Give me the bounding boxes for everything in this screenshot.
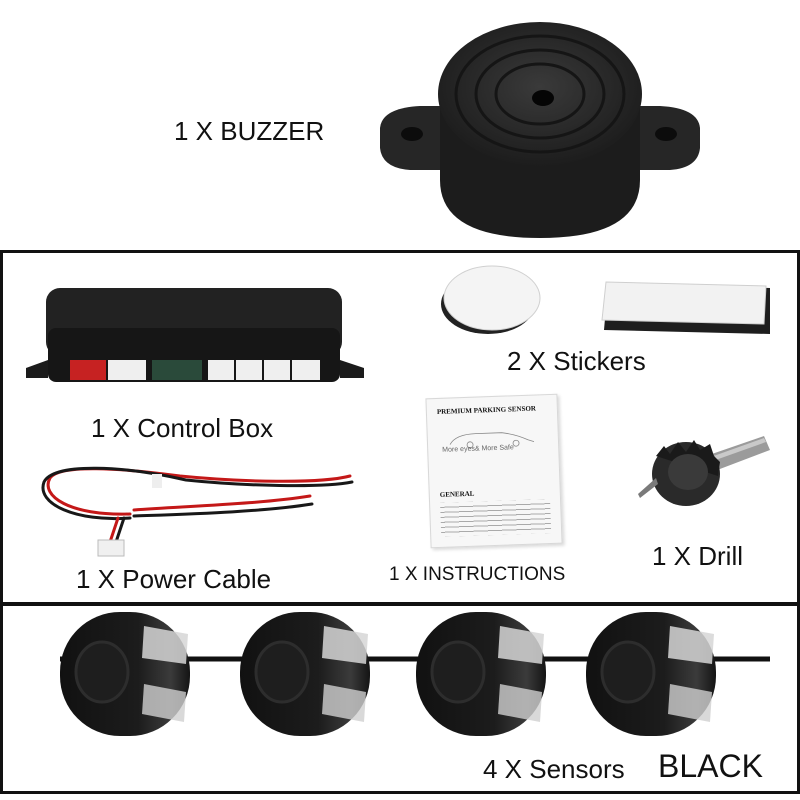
stickers-label: 2 X Stickers (507, 346, 646, 376)
booklet-title: PREMIUM PARKING SENSOR (436, 404, 537, 416)
buzzer-image (380, 22, 700, 238)
instructions-booklet: PREMIUM PARKING SENSOR More eyes& More S… (425, 393, 563, 549)
power-cable-image (41, 466, 354, 557)
sensor-2 (240, 612, 370, 736)
booklet-text-lines (440, 499, 552, 537)
sticker-round-image (441, 265, 541, 334)
power-cable-label: 1 X Power Cable (76, 564, 272, 594)
instructions-label: 1 X INSTRUCTIONS (389, 564, 566, 585)
sensors-image (60, 612, 770, 736)
sensors-frame (0, 602, 800, 794)
control-box-image (26, 288, 364, 382)
sensor-4 (586, 612, 716, 736)
drill-label: 1 X Drill (652, 541, 744, 571)
drill-bit-image (638, 436, 770, 506)
sticker-rect-image (601, 281, 770, 334)
sensors-label: 4 X Sensors (483, 754, 625, 784)
sensors-color-label: BLACK (658, 748, 763, 784)
sensor-3 (416, 612, 546, 736)
sensor-1 (60, 612, 190, 736)
booklet-slogan: More eyes& More Safe (442, 444, 514, 454)
control-box-label: 1 X Control Box (91, 413, 274, 443)
booklet-heading: GENERAL (439, 489, 475, 499)
buzzer-label: 1 X BUZZER (174, 116, 325, 146)
car-outline-icon (449, 432, 535, 449)
